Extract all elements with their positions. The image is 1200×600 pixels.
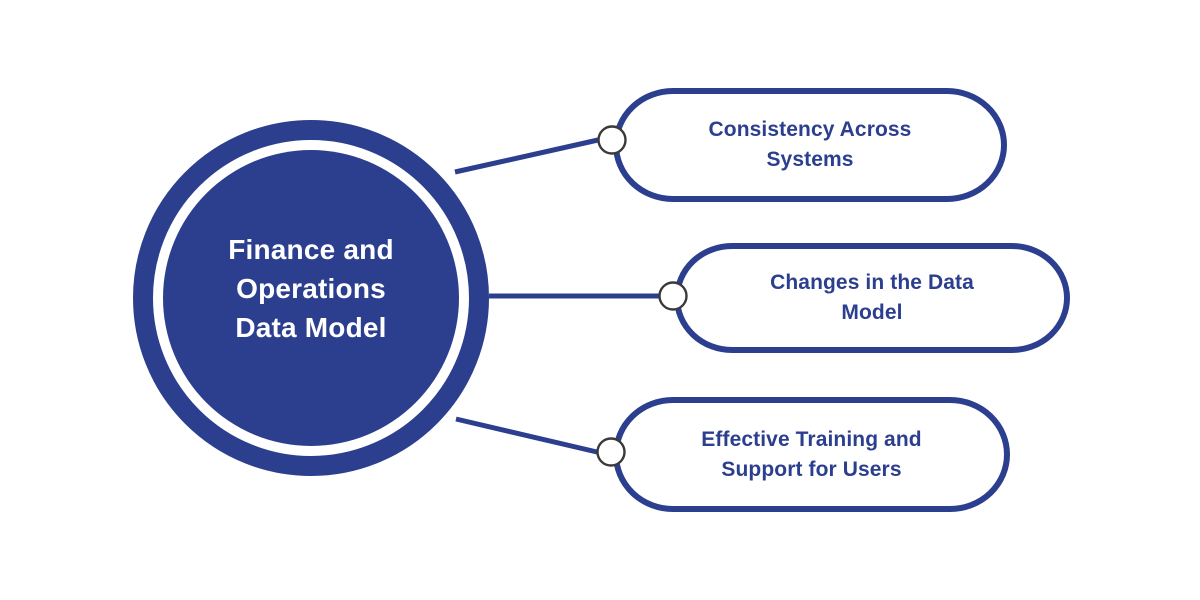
hub-outer-ring — [133, 120, 489, 476]
connector-line-2 — [455, 416, 598, 455]
connector-dots — [596, 125, 688, 467]
branch-pill-0[interactable] — [613, 88, 1007, 202]
connector-dot-0[interactable] — [597, 125, 627, 155]
connector-dot-2[interactable] — [596, 437, 626, 467]
branch-pill-1[interactable] — [674, 243, 1070, 353]
hub-circle[interactable] — [133, 120, 489, 476]
connector-dot-1[interactable] — [658, 281, 688, 311]
connector-line-0 — [454, 137, 599, 175]
branch-pill-2[interactable] — [613, 397, 1010, 512]
hub-inner-disc — [163, 150, 459, 446]
connector-lines — [454, 137, 659, 455]
branch-pills — [613, 88, 1070, 512]
